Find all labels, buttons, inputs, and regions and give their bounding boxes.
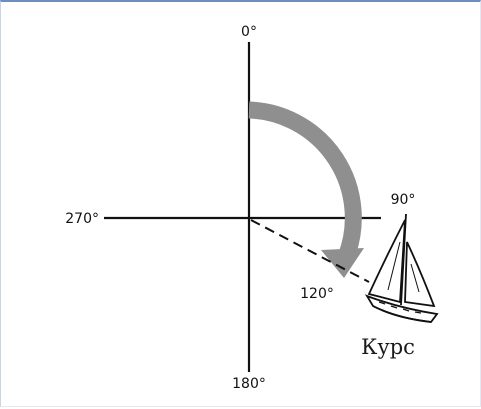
label-course: Курс <box>361 335 415 359</box>
label-heading: 120° <box>300 286 334 302</box>
label-east: 90° <box>391 192 416 208</box>
curved-arrow-icon <box>249 110 364 278</box>
label-west: 270° <box>65 211 99 227</box>
label-north: 0° <box>241 24 257 40</box>
label-south: 180° <box>232 376 266 392</box>
sailboat-icon <box>367 214 437 322</box>
